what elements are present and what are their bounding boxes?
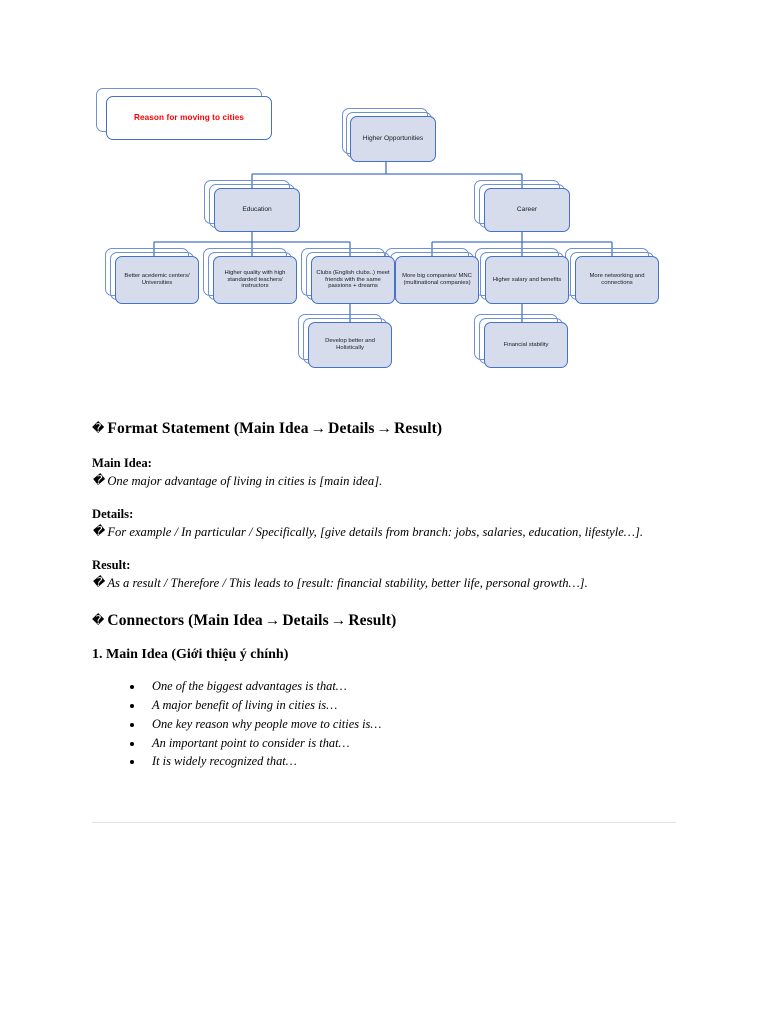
missing-glyph-icon: �	[92, 575, 105, 589]
node-clubs: Clubs (English clubs..) meet friends wit…	[311, 256, 395, 304]
heading-part-1: Format Statement (Main Idea	[107, 420, 309, 437]
label-main-idea: Main Idea:	[92, 455, 676, 472]
node-financial-stability: Financial stability	[484, 322, 568, 368]
missing-glyph-icon: �	[92, 421, 105, 435]
node-higher-opportunities: Higher Opportunities	[350, 116, 436, 162]
mind-map-diagram: Reason for moving to cities Higher Oppor…	[92, 80, 682, 385]
block-result: Result: �As a result / Therefore / This …	[92, 557, 676, 592]
node-better-academic-centers: Better acedemic centers/ Universities	[115, 256, 199, 304]
label-details: Details:	[92, 506, 676, 523]
sentence: For example / In particular / Specifical…	[107, 525, 644, 539]
label-text: Result	[92, 558, 127, 572]
text-result: �As a result / Therefore / This leads to…	[92, 574, 676, 592]
node-higher-salary: Higher salary and benefits	[485, 256, 569, 304]
heading-connectors: �Connectors (Main Idea→Details→Result)	[92, 612, 676, 630]
diagram-connectors	[153, 160, 613, 322]
block-main-idea: Main Idea: �One major advantage of livin…	[92, 455, 676, 490]
arrow-icon: →	[310, 420, 327, 437]
label-text: Main Idea	[92, 456, 148, 470]
connector-phrase-list: One of the biggest advantages is that… A…	[92, 677, 676, 771]
heading-part-1: Connectors (Main Idea	[107, 612, 263, 629]
text-details: �For example / In particular / Specifica…	[92, 523, 676, 541]
subheading-main-idea: 1. Main Idea (Giới thiệu ý chính)	[92, 647, 289, 662]
node-career: Career	[484, 188, 570, 232]
text-main-idea: �One major advantage of living in cities…	[92, 472, 676, 490]
node-develop-better: Develop better and Holistically	[308, 322, 392, 368]
sentence: One major advantage of living in cities …	[107, 474, 383, 488]
node-more-networking: More networking and connections	[575, 256, 659, 304]
heading-part-2: Details	[328, 420, 375, 437]
node-higher-quality-teachers: Higher quality with high standarded teac…	[213, 256, 297, 304]
list-item: A major benefit of living in cities is…	[144, 696, 676, 715]
node-education: Education	[214, 188, 300, 232]
horizontal-divider	[92, 822, 676, 823]
missing-glyph-icon: �	[92, 524, 105, 538]
label-text: Details	[92, 507, 130, 521]
label-colon: :	[129, 507, 134, 521]
list-item: One of the biggest advantages is that…	[144, 677, 676, 696]
heading-part-2: Details	[282, 612, 329, 629]
node-more-big-companies: More big companies/ MNC (multinational c…	[395, 256, 479, 304]
list-item: One key reason why people move to cities…	[144, 715, 676, 734]
diagram-title-box: Reason for moving to cities	[106, 96, 272, 140]
arrow-icon: →	[330, 612, 347, 629]
arrow-icon: →	[376, 420, 393, 437]
document-body: �Format Statement (Main Idea→Details→Res…	[92, 420, 676, 771]
sentence: As a result / Therefore / This leads to …	[107, 576, 588, 590]
list-item: It is widely recognized that…	[144, 752, 676, 771]
missing-glyph-icon: �	[92, 473, 105, 487]
missing-glyph-icon: �	[92, 613, 105, 627]
label-colon: :	[147, 456, 152, 470]
label-result: Result:	[92, 557, 676, 574]
block-details: Details: �For example / In particular / …	[92, 506, 676, 541]
label-colon: :	[126, 558, 131, 572]
arrow-icon: →	[264, 612, 281, 629]
heading-part-3: Result)	[348, 612, 397, 629]
heading-format-statement: �Format Statement (Main Idea→Details→Res…	[92, 420, 676, 438]
heading-part-3: Result)	[394, 420, 443, 437]
list-item: An important point to consider is that…	[144, 734, 676, 753]
